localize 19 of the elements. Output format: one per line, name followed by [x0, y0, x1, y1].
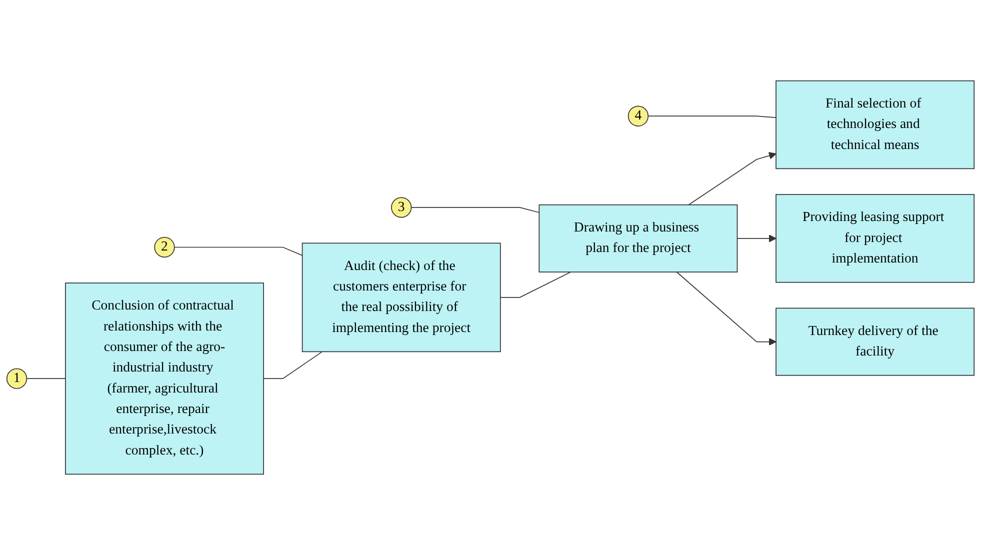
connector [174, 246, 303, 256]
node-circle: 4 [628, 106, 649, 126]
node-box: Turnkey delivery of the facility [776, 308, 975, 376]
arrow [736, 234, 776, 242]
connector [648, 116, 776, 118]
node-box: Audit (check) of the customers enterprise for the real possibility of implementing the project [302, 242, 501, 352]
connector [410, 206, 540, 213]
node-box: Providing leasing support for project implementation [776, 194, 975, 283]
connector [263, 351, 323, 380]
node-box: Final selection of technologies and technical means [776, 80, 975, 170]
connector [500, 272, 572, 298]
arrow [676, 272, 776, 346]
node-box: Conclusion of contractual relationships with the consumer of the agro-industrial industry (farmer, agricultural enterprise, repair enterprise,livestock complex, etc.) [65, 282, 264, 475]
arrow [688, 152, 776, 206]
node-circle: 3 [391, 197, 412, 218]
node-box: Drawing up a business plan for the project [538, 204, 738, 272]
connector [26, 378, 66, 380]
node-circle: 2 [154, 236, 175, 258]
node-circle: 1 [6, 368, 28, 389]
